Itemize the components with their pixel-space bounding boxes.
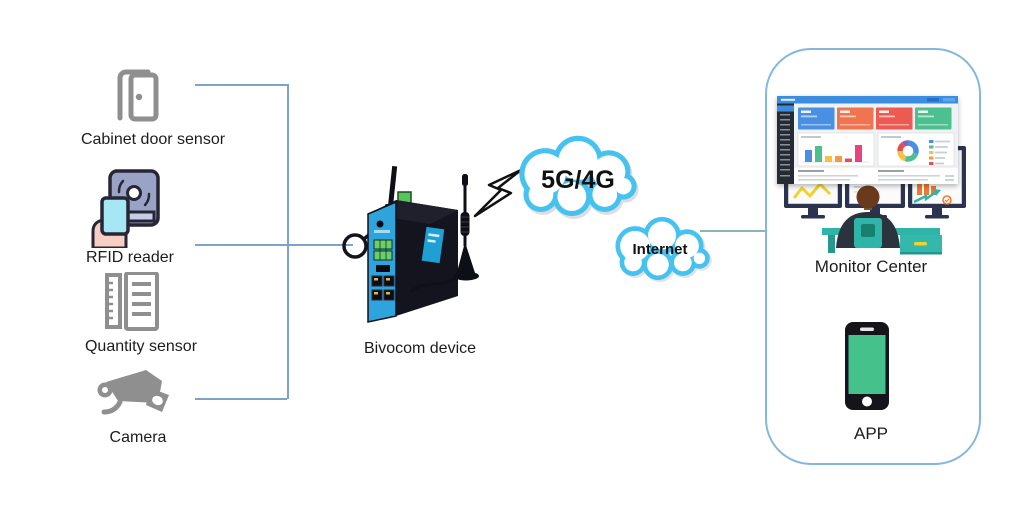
cctv-camera-icon [97,370,169,415]
app-label: APP [853,424,889,443]
cloud-shape [519,135,637,217]
internet-cloud-label: Internet [632,241,688,258]
cabinet-door-sensor-label: Cabinet door sensor [80,131,226,148]
industrial-router-icon [342,166,479,323]
connector-bus-line [287,84,289,399]
connector-rfid-to-device-line [195,244,353,246]
gateway-label: Bivocom device [363,340,477,357]
cellular-cloud: 5G/4G [508,132,648,224]
rfid-reader-label: RFID reader [85,249,175,266]
monitor-center-label: Monitor Center [814,257,928,276]
smartphone-icon [845,322,889,410]
rfid-card-hand-icon [91,169,160,248]
quantity-sensor-label: Quantity sensor [84,338,198,355]
camera-label: Camera [109,429,167,446]
dashboard-screenshot [777,96,958,184]
cellular-cloud-label: 5G/4G [541,166,615,194]
connector-camera-line [195,398,287,400]
connector-door-line [195,84,287,86]
cloud-shape [615,216,710,281]
ruler-list-icon [105,272,159,331]
connector-internet-to-panel-line [700,230,766,232]
lightning-bolt-icon [473,168,523,218]
internet-cloud: Internet [604,210,716,288]
door-icon [117,69,159,122]
